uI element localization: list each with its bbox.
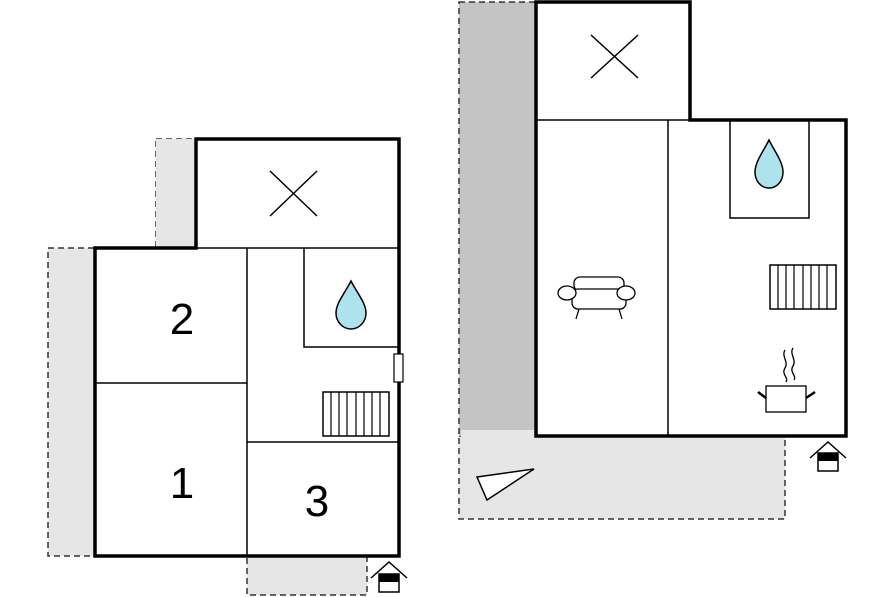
left-terrace-side [47, 247, 96, 557]
terrace-flag-icon [475, 468, 535, 502]
entrance-icon [809, 440, 847, 472]
left-terrace-top-fill [156, 139, 196, 248]
balcony-x-icon [590, 34, 639, 79]
entrance-icon [370, 560, 408, 593]
room-label-2: 2 [170, 295, 194, 344]
room-label-1: 1 [170, 459, 194, 508]
cooking-pot-icon [757, 347, 816, 413]
left-unit: 2 1 3 [47, 137, 408, 596]
water-drop-icon [335, 279, 367, 330]
left-bathroom-wall [303, 248, 399, 348]
sofa-icon [557, 276, 636, 320]
right-terrace-side [458, 1, 537, 437]
stairs-icon [769, 264, 837, 310]
right-terrace-join [461, 430, 535, 440]
right-outer-wall [534, 0, 848, 438]
door-icon [393, 353, 404, 383]
right-unit [458, 0, 848, 520]
water-drop-icon [754, 138, 784, 189]
balcony-x-icon [269, 170, 318, 217]
stairs-icon [322, 391, 390, 437]
left-terrace-bottom [246, 555, 368, 596]
right-bathroom-wall [729, 119, 810, 219]
room-label-3: 3 [305, 477, 329, 526]
